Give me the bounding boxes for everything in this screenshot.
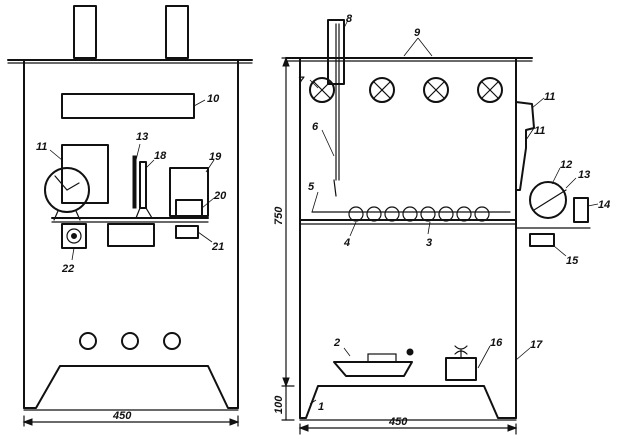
callout-7: 7 [298,75,305,87]
heater-coils [348,206,490,222]
height-dimension: 750 [273,206,285,225]
fuse-right [529,233,555,247]
side-cover [515,101,535,191]
callout-8: 8 [346,13,353,25]
fan-box [445,357,477,381]
callout-16: 16 [490,337,503,349]
switch-box [175,199,203,217]
left-chimney-1 [73,5,97,59]
callout-15: 15 [566,255,579,267]
callout-9: 9 [414,27,421,39]
callout-1: 1 [318,401,324,413]
display-window [61,93,195,119]
callout-10: 10 [207,93,220,105]
lamp-2 [369,77,395,103]
lamp-1 [309,77,335,103]
callout-14: 14 [598,199,610,211]
thermo-scale [139,161,147,209]
relay-right [573,197,589,223]
meter-box [61,144,109,204]
callout-12: 12 [560,159,572,171]
clock-dial [44,167,90,213]
thermo-base [135,207,154,219]
left-base [23,365,239,409]
lamp-3 [423,77,449,103]
callout-11-right: 11 [534,125,545,137]
base-dimension: 100 [273,395,285,414]
vent-1 [79,332,97,350]
callout-5: 5 [308,181,315,193]
right-view: 750 100 450 1 2 3 4 5 [273,13,610,435]
callout-13-left: 13 [136,131,148,143]
left-chimney-2 [165,5,189,59]
vent-3 [163,332,181,350]
callout-6: 6 [312,121,319,133]
callout-11-right-top: 11 [544,91,555,103]
callout-3: 3 [426,237,432,249]
lamp-4 [477,77,503,103]
left-width-dimension: 450 [112,410,132,422]
callout-11-left: 11 [36,141,47,153]
thermo-rod [132,155,137,209]
clock-right [529,181,567,219]
callout-19: 19 [209,151,222,163]
left-view: 450 10 11 13 18 19 20 21 22 [7,5,253,427]
callout-18: 18 [154,150,167,162]
callout-21: 21 [211,241,224,253]
callout-22: 22 [61,263,74,275]
callout-13-right: 13 [578,169,590,181]
vent-2 [121,332,139,350]
under-shelf-box [107,223,155,247]
fuse-block [175,225,199,239]
callout-20: 20 [213,190,227,202]
tray [333,361,413,377]
right-width-dimension: 450 [388,416,408,428]
callout-2: 2 [333,337,340,349]
callout-17: 17 [530,339,543,351]
lamps [309,77,503,103]
callout-4: 4 [343,237,350,249]
right-base [299,385,517,419]
